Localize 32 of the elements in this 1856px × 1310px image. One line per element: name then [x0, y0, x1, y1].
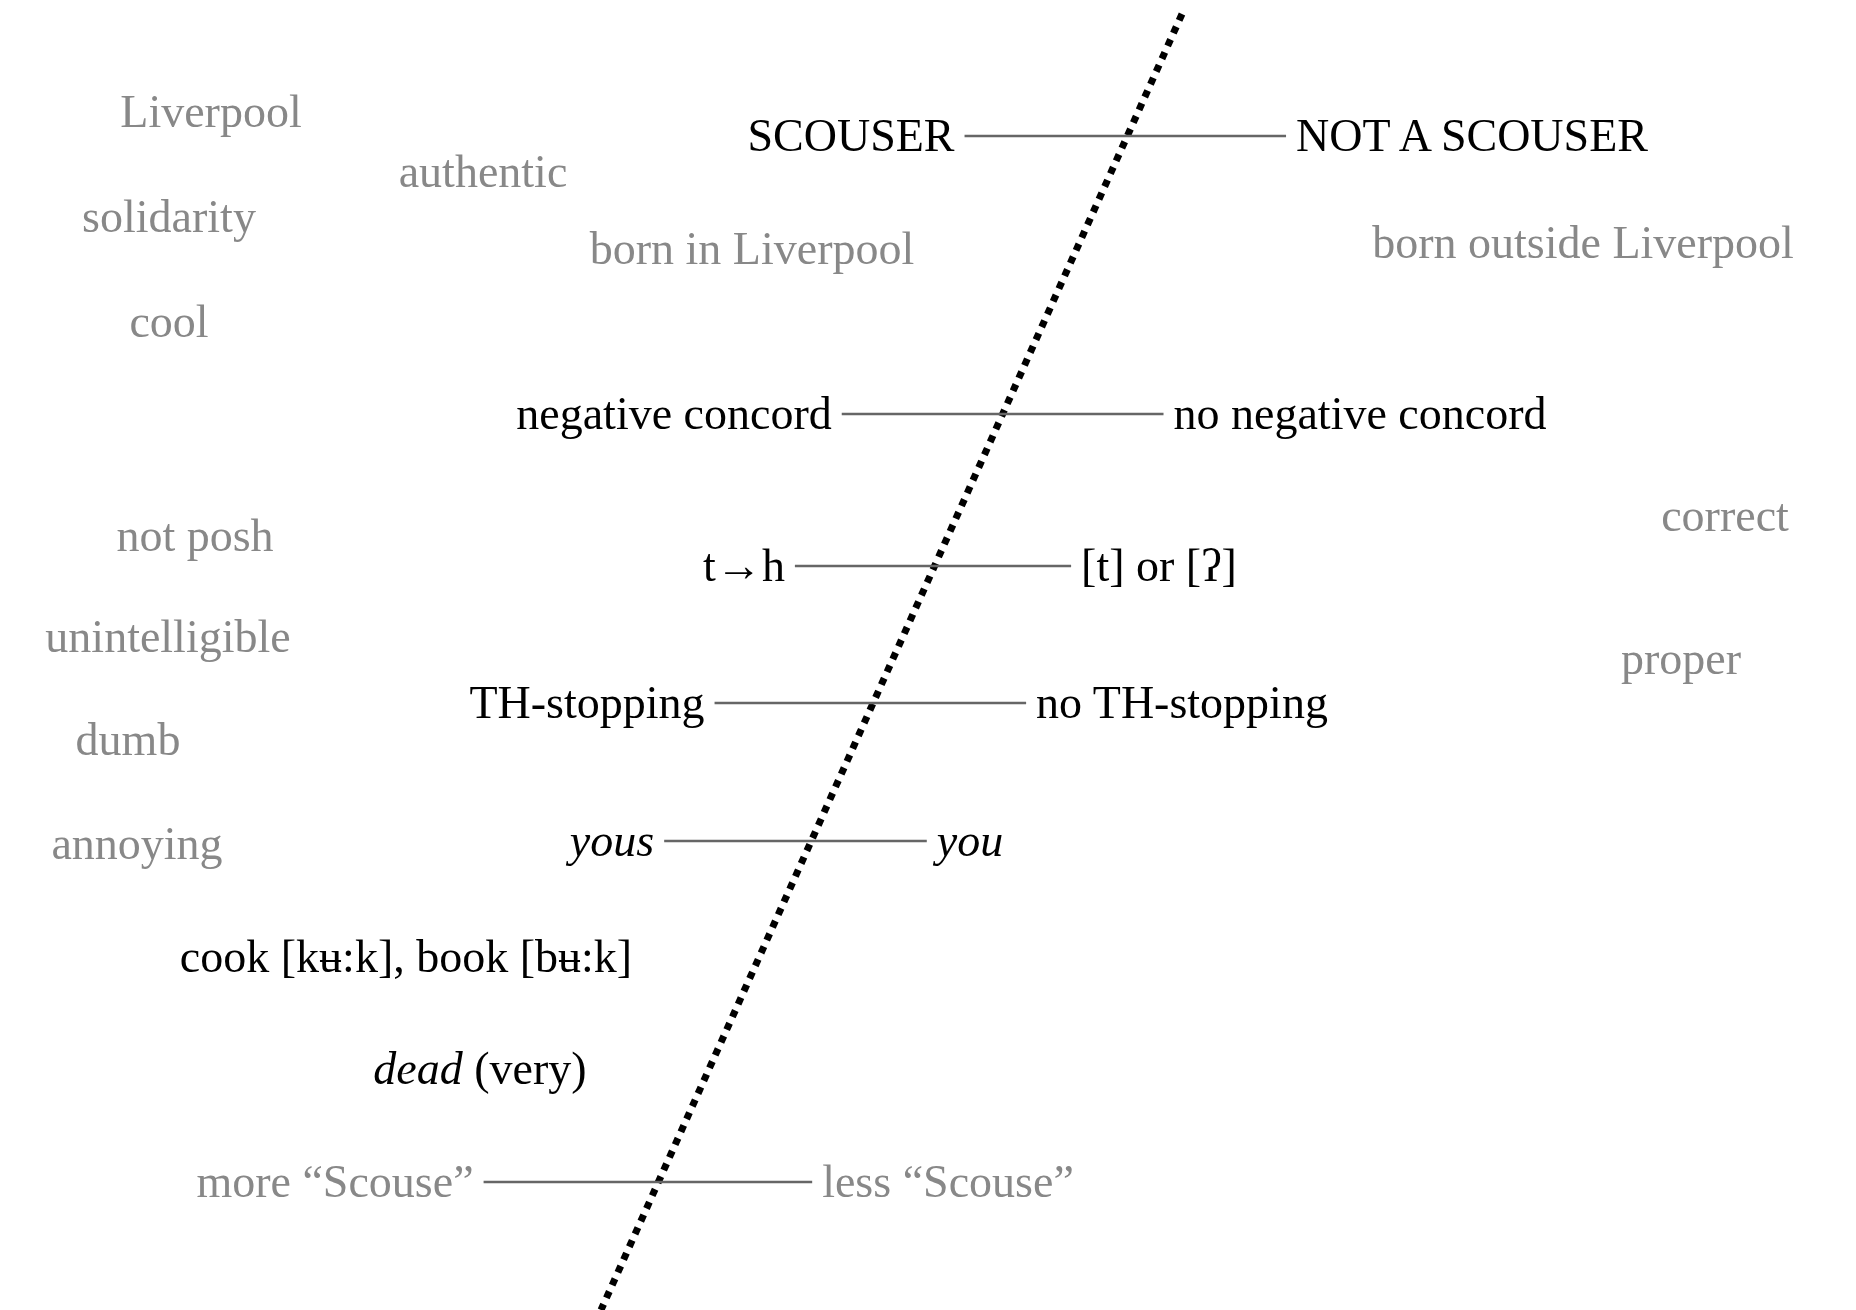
term-label: more “Scouse”: [186, 1156, 484, 1208]
connector-line: [794, 564, 1072, 568]
connector-line: [714, 701, 1027, 705]
term-label: yous: [559, 815, 665, 867]
term-label: NOT A SCOUSER: [1286, 110, 1658, 162]
term-label: TH-stopping: [459, 677, 715, 729]
annotation-text: Liverpool: [120, 86, 302, 138]
term-label: SCOUSER: [737, 110, 965, 162]
connector-line: [841, 412, 1164, 416]
term-label: negative concord: [506, 388, 842, 440]
annotation-text: not posh: [116, 510, 274, 562]
annotation-text: authentic: [398, 146, 568, 198]
term-label: less “Scouse”: [812, 1156, 1084, 1208]
annotation-text: annoying: [51, 818, 223, 870]
term-label: no TH-stopping: [1026, 677, 1338, 729]
annotation-text: born in Liverpool: [589, 223, 915, 275]
annotation-text: cook [kʉ:k], book [bʉ:k]: [179, 931, 633, 983]
annotation-text: solidarity: [82, 191, 256, 243]
connector-line: [964, 134, 1287, 138]
annotation-text: proper: [1620, 633, 1742, 685]
term-label: you: [926, 815, 1014, 867]
term-label: t→h: [693, 540, 795, 592]
annotation-text: born outside Liverpool: [1372, 217, 1794, 269]
term-label: no negative concord: [1163, 388, 1557, 440]
annotation-text: unintelligible: [45, 611, 291, 663]
annotation-text: dead (very): [373, 1043, 587, 1095]
connector-line: [664, 839, 927, 843]
annotation-text: dumb: [75, 714, 181, 766]
annotation-text: correct: [1661, 490, 1789, 542]
annotation-text: cool: [129, 296, 209, 348]
connector-line: [483, 1180, 813, 1184]
term-label: [t] or [ʔ]: [1071, 540, 1247, 592]
